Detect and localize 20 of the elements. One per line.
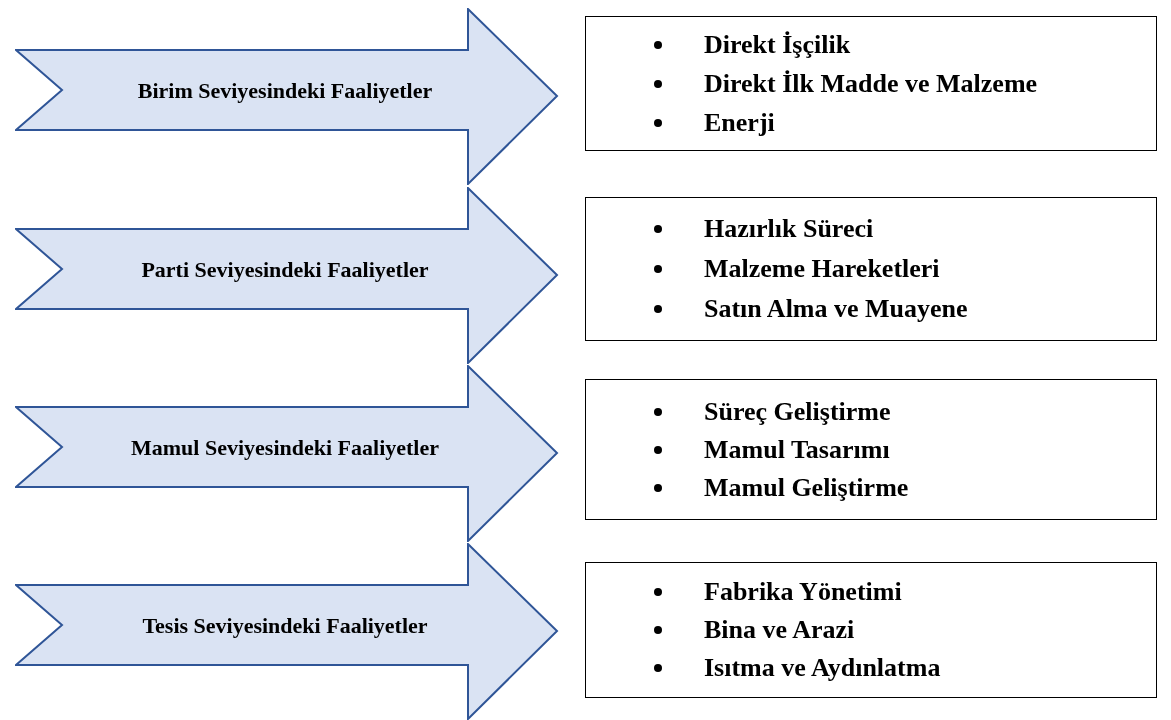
arrow-label: Birim Seviyesindeki Faaliyetler (137, 76, 433, 105)
list-box (585, 197, 1157, 341)
list-item: Fabrika Yönetimi (704, 579, 902, 605)
list-item: Hazırlık Süreci (704, 216, 874, 242)
list-item: Satın Alma ve Muayene (704, 296, 968, 322)
list-box (585, 562, 1157, 698)
list-item: Isıtma ve Aydınlatma (704, 655, 941, 681)
list-item: Bina ve Arazi (704, 617, 855, 643)
list-item: Direkt İlk Madde ve Malzeme (704, 70, 1038, 97)
list-item: Malzeme Hareketleri (704, 256, 940, 282)
list-box (585, 379, 1157, 520)
arrow-label: Mamul Seviyesindeki Faaliyetler (131, 433, 439, 462)
list-box (585, 16, 1157, 151)
list-item: Mamul Tasarımı (704, 436, 890, 463)
list-item: Mamul Geliştirme (704, 474, 909, 501)
arrow-label: Tesis Seviyesindeki Faaliyetler (142, 611, 428, 640)
list-item: Enerji (704, 109, 775, 136)
arrow-label: Parti Seviyesindeki Faaliyetler (141, 255, 429, 284)
list-item: Süreç Geliştirme (704, 398, 891, 425)
list-item: Direkt İşçilik (704, 31, 851, 58)
